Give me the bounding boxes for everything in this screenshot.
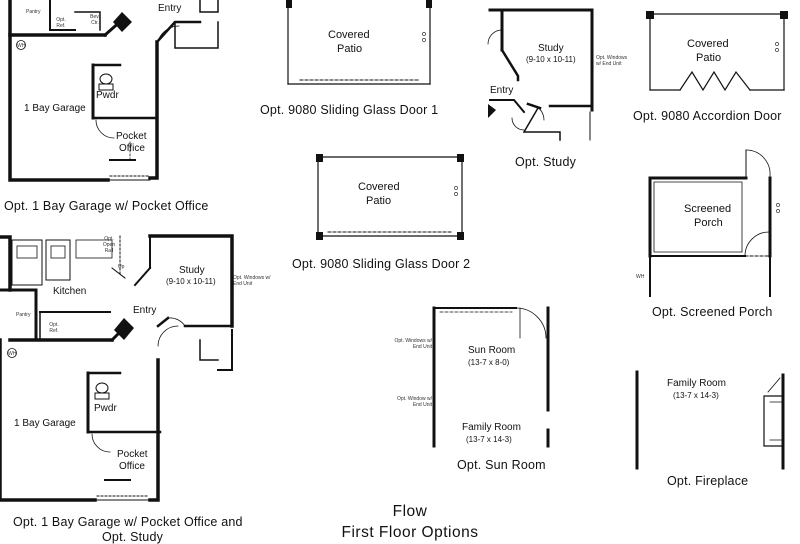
stair-marker-3	[488, 104, 496, 118]
entry-label-1: Entry	[158, 3, 182, 14]
family-dim-sun: (13-7 x 14-3)	[466, 435, 512, 444]
ref-label-1: Opt. Ref.	[56, 17, 66, 29]
caption-sliding2: Opt. 9080 Sliding Glass Door 2	[292, 257, 471, 271]
open-rail-note: Opt. Open Rail	[102, 236, 116, 254]
stair-marker-2	[114, 318, 134, 340]
plan-fireplace-walls	[635, 370, 785, 470]
plan-garage-office-study-walls	[0, 234, 234, 502]
water-heater-1	[16, 40, 26, 50]
study-label: Study	[538, 43, 564, 54]
sunroom-dim: (13-7 x 8-0)	[468, 358, 510, 367]
patio-label-1b: Patio	[337, 43, 363, 55]
water-heater-2	[7, 348, 17, 358]
caption-sunroom: Opt. Sun Room	[457, 458, 546, 472]
office-label-2a: Pocket	[117, 449, 148, 460]
pantry-label-1: Pantry	[26, 9, 41, 15]
plan-sunroom-walls	[432, 306, 550, 448]
windows-note-study: Opt. Windows w/ End Unit	[596, 55, 628, 67]
up-label: Up	[118, 264, 125, 270]
entry-label-3: Entry	[490, 85, 514, 96]
caption-screened: Opt. Screened Porch	[652, 305, 773, 319]
study-label-2: Study	[179, 265, 205, 276]
windows-note-2: Opt. Windows w/ End Unit	[233, 275, 271, 287]
windows-note-sun: Opt. Windows w/ End Unit	[394, 338, 432, 350]
garage-label-2: 1 Bay Garage	[14, 418, 76, 429]
plan-accordion-walls	[646, 11, 788, 92]
patio-label-3b: Patio	[696, 52, 722, 64]
caption-sliding1: Opt. 9080 Sliding Glass Door 1	[260, 103, 439, 117]
caption-study: Opt. Study	[515, 155, 577, 169]
garage-label-1: 1 Bay Garage	[24, 103, 86, 114]
caption-garage-office-study-2: Opt. Study	[102, 530, 164, 544]
plan-study-walls	[487, 8, 594, 141]
patio-label-2b: Patio	[366, 195, 392, 207]
plan-garage-office-walls	[8, 0, 219, 182]
stair-marker-1	[113, 12, 132, 32]
bev-label-1: Bev. Ctr.	[90, 14, 100, 26]
caption-garage-office-study-1: Opt. 1 Bay Garage w/ Pocket Office and	[13, 515, 243, 529]
powder-label-2: Pwdr	[94, 403, 117, 414]
office-label-1a: Pocket	[116, 131, 147, 142]
office-label-2b: Office	[119, 461, 145, 472]
family-dim-fp: (13-7 x 14-3)	[673, 391, 719, 400]
family-label-fp: Family Room	[667, 378, 726, 389]
porch-label-a: Screened	[684, 203, 732, 215]
kitchen-label: Kitchen	[53, 286, 87, 297]
pantry-label-2: Pantry	[16, 312, 31, 318]
patio-label-2a: Covered	[358, 181, 400, 193]
patio-label-1a: Covered	[328, 29, 370, 41]
plan-sliding1-walls	[286, 0, 432, 85]
study-dim: (9-10 x 10-11)	[526, 55, 576, 64]
sunroom-label: Sun Room	[468, 345, 516, 356]
wh-label-1: WH	[17, 43, 26, 49]
wh-label-porch: WH	[636, 274, 645, 280]
caption-fireplace: Opt. Fireplace	[667, 474, 749, 488]
wh-label-2: WH	[8, 351, 17, 357]
entry-label-2: Entry	[133, 305, 157, 316]
family-label-sun: Family Room	[462, 422, 521, 433]
page-title-line1: Flow	[392, 503, 428, 520]
study-dim-2: (9-10 x 10-11)	[166, 277, 216, 286]
powder-label-1: Pwdr	[96, 90, 119, 101]
plan-sliding2-walls	[316, 154, 464, 240]
window-note-sun: Opt. Window w/ End Unit	[396, 396, 432, 408]
office-label-1b: Office	[119, 143, 145, 154]
plan-screened-walls	[648, 149, 780, 297]
ref-label-2: Opt. Ref.	[49, 322, 59, 334]
page-title-line2: First Floor Options	[341, 524, 479, 541]
porch-label-b: Porch	[694, 217, 723, 229]
caption-garage-office: Opt. 1 Bay Garage w/ Pocket Office	[4, 199, 209, 213]
caption-accordion: Opt. 9080 Accordion Door	[633, 109, 782, 123]
patio-label-3a: Covered	[687, 38, 729, 50]
